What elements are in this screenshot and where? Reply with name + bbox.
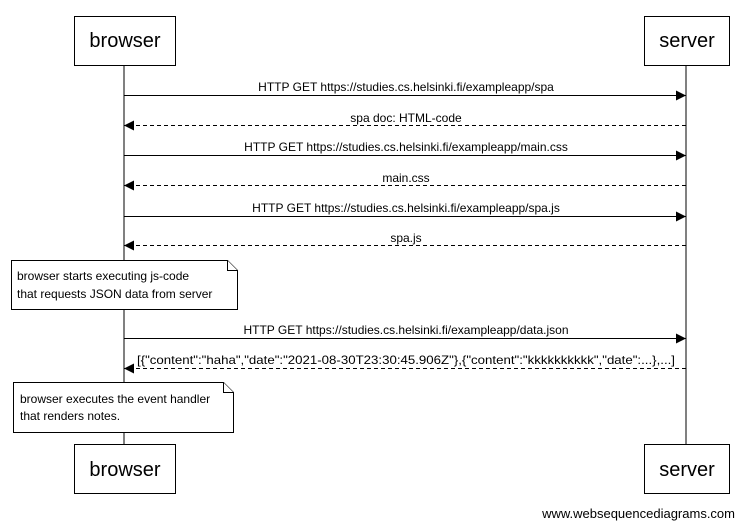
message-7: HTTP GET https://studies.cs.helsinki.fi/… <box>124 323 686 344</box>
note-1-shape <box>11 260 238 310</box>
participant-server-bottom: server <box>644 444 730 494</box>
message-4: main.css <box>124 171 686 191</box>
note-1: browser starts executing js-code that re… <box>11 260 238 310</box>
note-2: browser executes the event handler that … <box>13 382 234 433</box>
message-7-label: HTTP GET https://studies.cs.helsinki.fi/… <box>243 323 568 337</box>
message-8-label: [{"content":"haha","date":"2021-08-30T23… <box>137 353 675 367</box>
note-1-line-2: that requests JSON data from server <box>17 287 212 301</box>
note-2-line-1: browser executes the event handler <box>20 392 210 406</box>
participant-server-top-label: server <box>659 30 715 52</box>
participant-browser-top-label: browser <box>89 30 160 52</box>
message-1: HTTP GET https://studies.cs.helsinki.fi/… <box>124 80 686 101</box>
participant-browser-bottom-label: browser <box>89 459 160 481</box>
note-2-fold <box>223 382 234 393</box>
message-6-label: spa.js <box>390 231 421 245</box>
message-8: [{"content":"haha","date":"2021-08-30T23… <box>124 353 686 374</box>
message-3-label: HTTP GET https://studies.cs.helsinki.fi/… <box>244 140 568 154</box>
message-6: spa.js <box>124 231 686 251</box>
note-2-line-2: that renders notes. <box>20 409 120 423</box>
message-5-label: HTTP GET https://studies.cs.helsinki.fi/… <box>252 201 560 215</box>
message-1-label: HTTP GET https://studies.cs.helsinki.fi/… <box>258 80 554 94</box>
watermark: www.websequencediagrams.com <box>541 506 735 521</box>
message-3: HTTP GET https://studies.cs.helsinki.fi/… <box>124 140 686 161</box>
message-5: HTTP GET https://studies.cs.helsinki.fi/… <box>124 201 686 222</box>
message-2-label: spa doc: HTML-code <box>350 111 462 125</box>
participant-browser-bottom: browser <box>74 444 176 494</box>
message-2: spa doc: HTML-code <box>124 111 686 131</box>
participant-server-top: server <box>644 16 730 66</box>
note-1-fold <box>227 260 238 271</box>
participant-browser-top: browser <box>74 16 176 66</box>
note-1-line-1: browser starts executing js-code <box>17 269 189 283</box>
message-4-label: main.css <box>382 171 429 185</box>
note-2-shape <box>13 382 234 433</box>
participant-server-bottom-label: server <box>659 459 715 481</box>
